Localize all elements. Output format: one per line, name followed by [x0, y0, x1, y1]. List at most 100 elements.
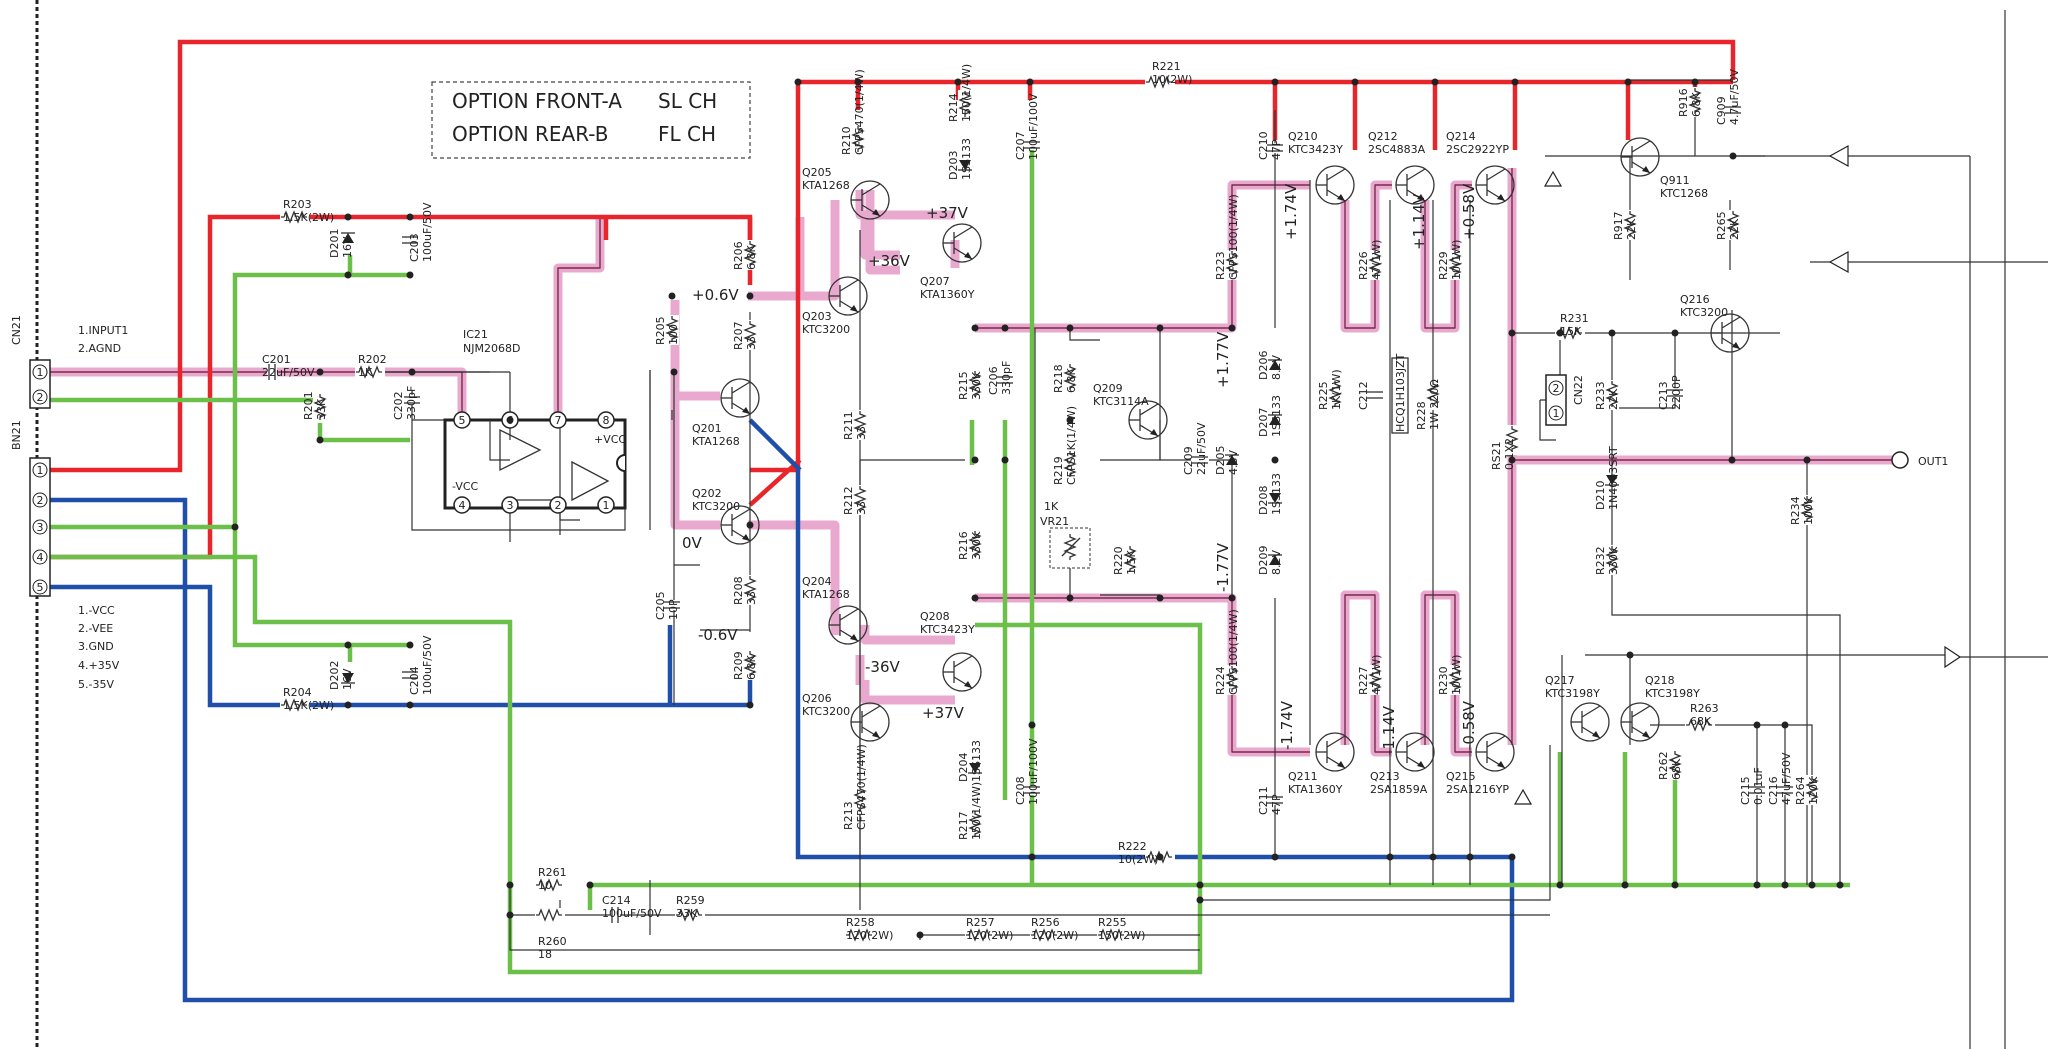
component-ref: C202 [392, 391, 405, 420]
component-value: 100uF/50V [421, 635, 434, 695]
junction-dot [1001, 324, 1009, 332]
component-ref: Q202 [692, 487, 722, 500]
component-value: KTC3198Y [1545, 687, 1600, 700]
transistor-q210 [1315, 165, 1355, 205]
junction-dot [1028, 853, 1036, 861]
svg-text:4: 4 [459, 499, 466, 512]
junction-dot [1386, 853, 1394, 861]
junction-dot [1836, 881, 1844, 889]
component-value: 22uF/50V [262, 366, 315, 379]
component-ref: C211 [1257, 786, 1270, 815]
resistor-r201 [313, 393, 327, 423]
component-value: 120K [1807, 776, 1820, 805]
component-value: 47P [1270, 139, 1283, 160]
svg-text:2.AGND: 2.AGND [78, 342, 121, 355]
component-ref: C216 [1767, 776, 1780, 805]
component-value: 8.2V [1270, 550, 1283, 575]
component-ref: R223 [1214, 251, 1227, 280]
transistor-q208 [942, 652, 982, 692]
svg-text:5: 5 [37, 581, 44, 594]
component-ref: R227 [1357, 666, 1370, 695]
component-value: 8.2V [1270, 355, 1283, 380]
ic-part: NJM2068D [463, 342, 520, 355]
component-value: 100uF/50V [602, 907, 662, 920]
junction-dot [1431, 78, 1439, 86]
junction-dot [1753, 721, 1761, 729]
component-value: 150(2W) [1098, 929, 1145, 942]
component-ref: R222 [1118, 840, 1147, 853]
component-ref: R214 [947, 93, 960, 122]
diode-d202 [341, 673, 355, 684]
junction-dot [668, 292, 676, 300]
transistor-q215 [1475, 732, 1515, 772]
svg-text:3: 3 [507, 499, 514, 512]
transistor-q213 [1395, 732, 1435, 772]
junction-dot [1066, 324, 1074, 332]
option-rear-channel: FL CH [658, 122, 716, 146]
component-ref: D209 [1257, 546, 1270, 575]
junction-dot [506, 911, 514, 919]
junction-dot [1608, 329, 1616, 337]
transistor-q217 [1570, 702, 1610, 742]
component-value: KTC3200 [802, 323, 850, 336]
junction-dot [344, 701, 352, 709]
junction-dot [1156, 594, 1164, 602]
component-ref: R209 [732, 651, 745, 680]
resistor-r219 [1063, 450, 1077, 480]
voltage-label: +0.58V [1460, 183, 1478, 240]
svg-text:-VCC: -VCC [452, 480, 479, 493]
diode-d204 [968, 763, 982, 774]
component-ref: Q213 [1370, 770, 1400, 783]
component-value: 1SS133 [1270, 395, 1283, 437]
component-ref: R226 [1357, 251, 1370, 280]
resistor-r233 [1605, 380, 1619, 410]
junction-dot [854, 78, 862, 86]
svg-text:CN21: CN21 [10, 315, 23, 345]
capacitor-c216 [1776, 785, 1794, 795]
junction-dot [746, 292, 754, 300]
voltage-label: -1.74V [1278, 700, 1296, 750]
junction-dot [1271, 853, 1279, 861]
component-ref: C205 [654, 591, 667, 620]
component-value: 47P [1270, 794, 1283, 815]
junction-dot [1808, 881, 1816, 889]
component-value: KTC3423Y [1288, 143, 1343, 156]
component-ref: R210 [840, 126, 853, 155]
component-value: 1SS133 [1270, 473, 1283, 515]
component-value: 1W 220Ω [1428, 379, 1441, 430]
junction-dot [1066, 594, 1074, 602]
component-ref: R212 [842, 486, 855, 515]
transistor-q209 [1128, 400, 1168, 440]
component-ref: D202 [328, 661, 341, 690]
svg-text:1: 1 [37, 464, 44, 477]
component-value: 22K [1728, 218, 1741, 240]
component-value: 1SS133 [970, 740, 983, 782]
resistor-r210 [851, 125, 865, 155]
component-ref: Q201 [692, 422, 722, 435]
component-value: 15K [1560, 325, 1582, 338]
resistor-r202 [355, 365, 385, 379]
junction-dot [1508, 329, 1516, 337]
component-value: 330K [970, 371, 983, 400]
resistor-r223 [1225, 250, 1239, 280]
component-value: 100 [667, 324, 680, 345]
junction-dot [1271, 456, 1279, 464]
capacitor-c213 [1666, 388, 1684, 398]
capacitor-c212 [1366, 390, 1384, 400]
component-value: 100uF/100V [1027, 738, 1040, 805]
component-ref: C214 [602, 894, 631, 907]
option-front-channel: SL CH [658, 89, 717, 113]
component-value: 1K [358, 366, 373, 379]
trimmer-vr21[interactable] [1049, 527, 1091, 569]
svg-text:CN22: CN22 [1572, 375, 1585, 405]
component-value: 47(1W) [1370, 240, 1383, 280]
component-value: KTC3114A [1093, 395, 1149, 408]
ic-pin-4 [453, 496, 471, 514]
component-value: 1K(1W) [1330, 369, 1343, 410]
resistor-r255 [1097, 928, 1127, 942]
capacitor-c201 [267, 363, 277, 381]
component-value: 1SS133 [960, 138, 973, 180]
junction-dot [1753, 881, 1761, 889]
svg-text:BN21: BN21 [10, 420, 23, 450]
transistor-q218 [1620, 702, 1660, 742]
